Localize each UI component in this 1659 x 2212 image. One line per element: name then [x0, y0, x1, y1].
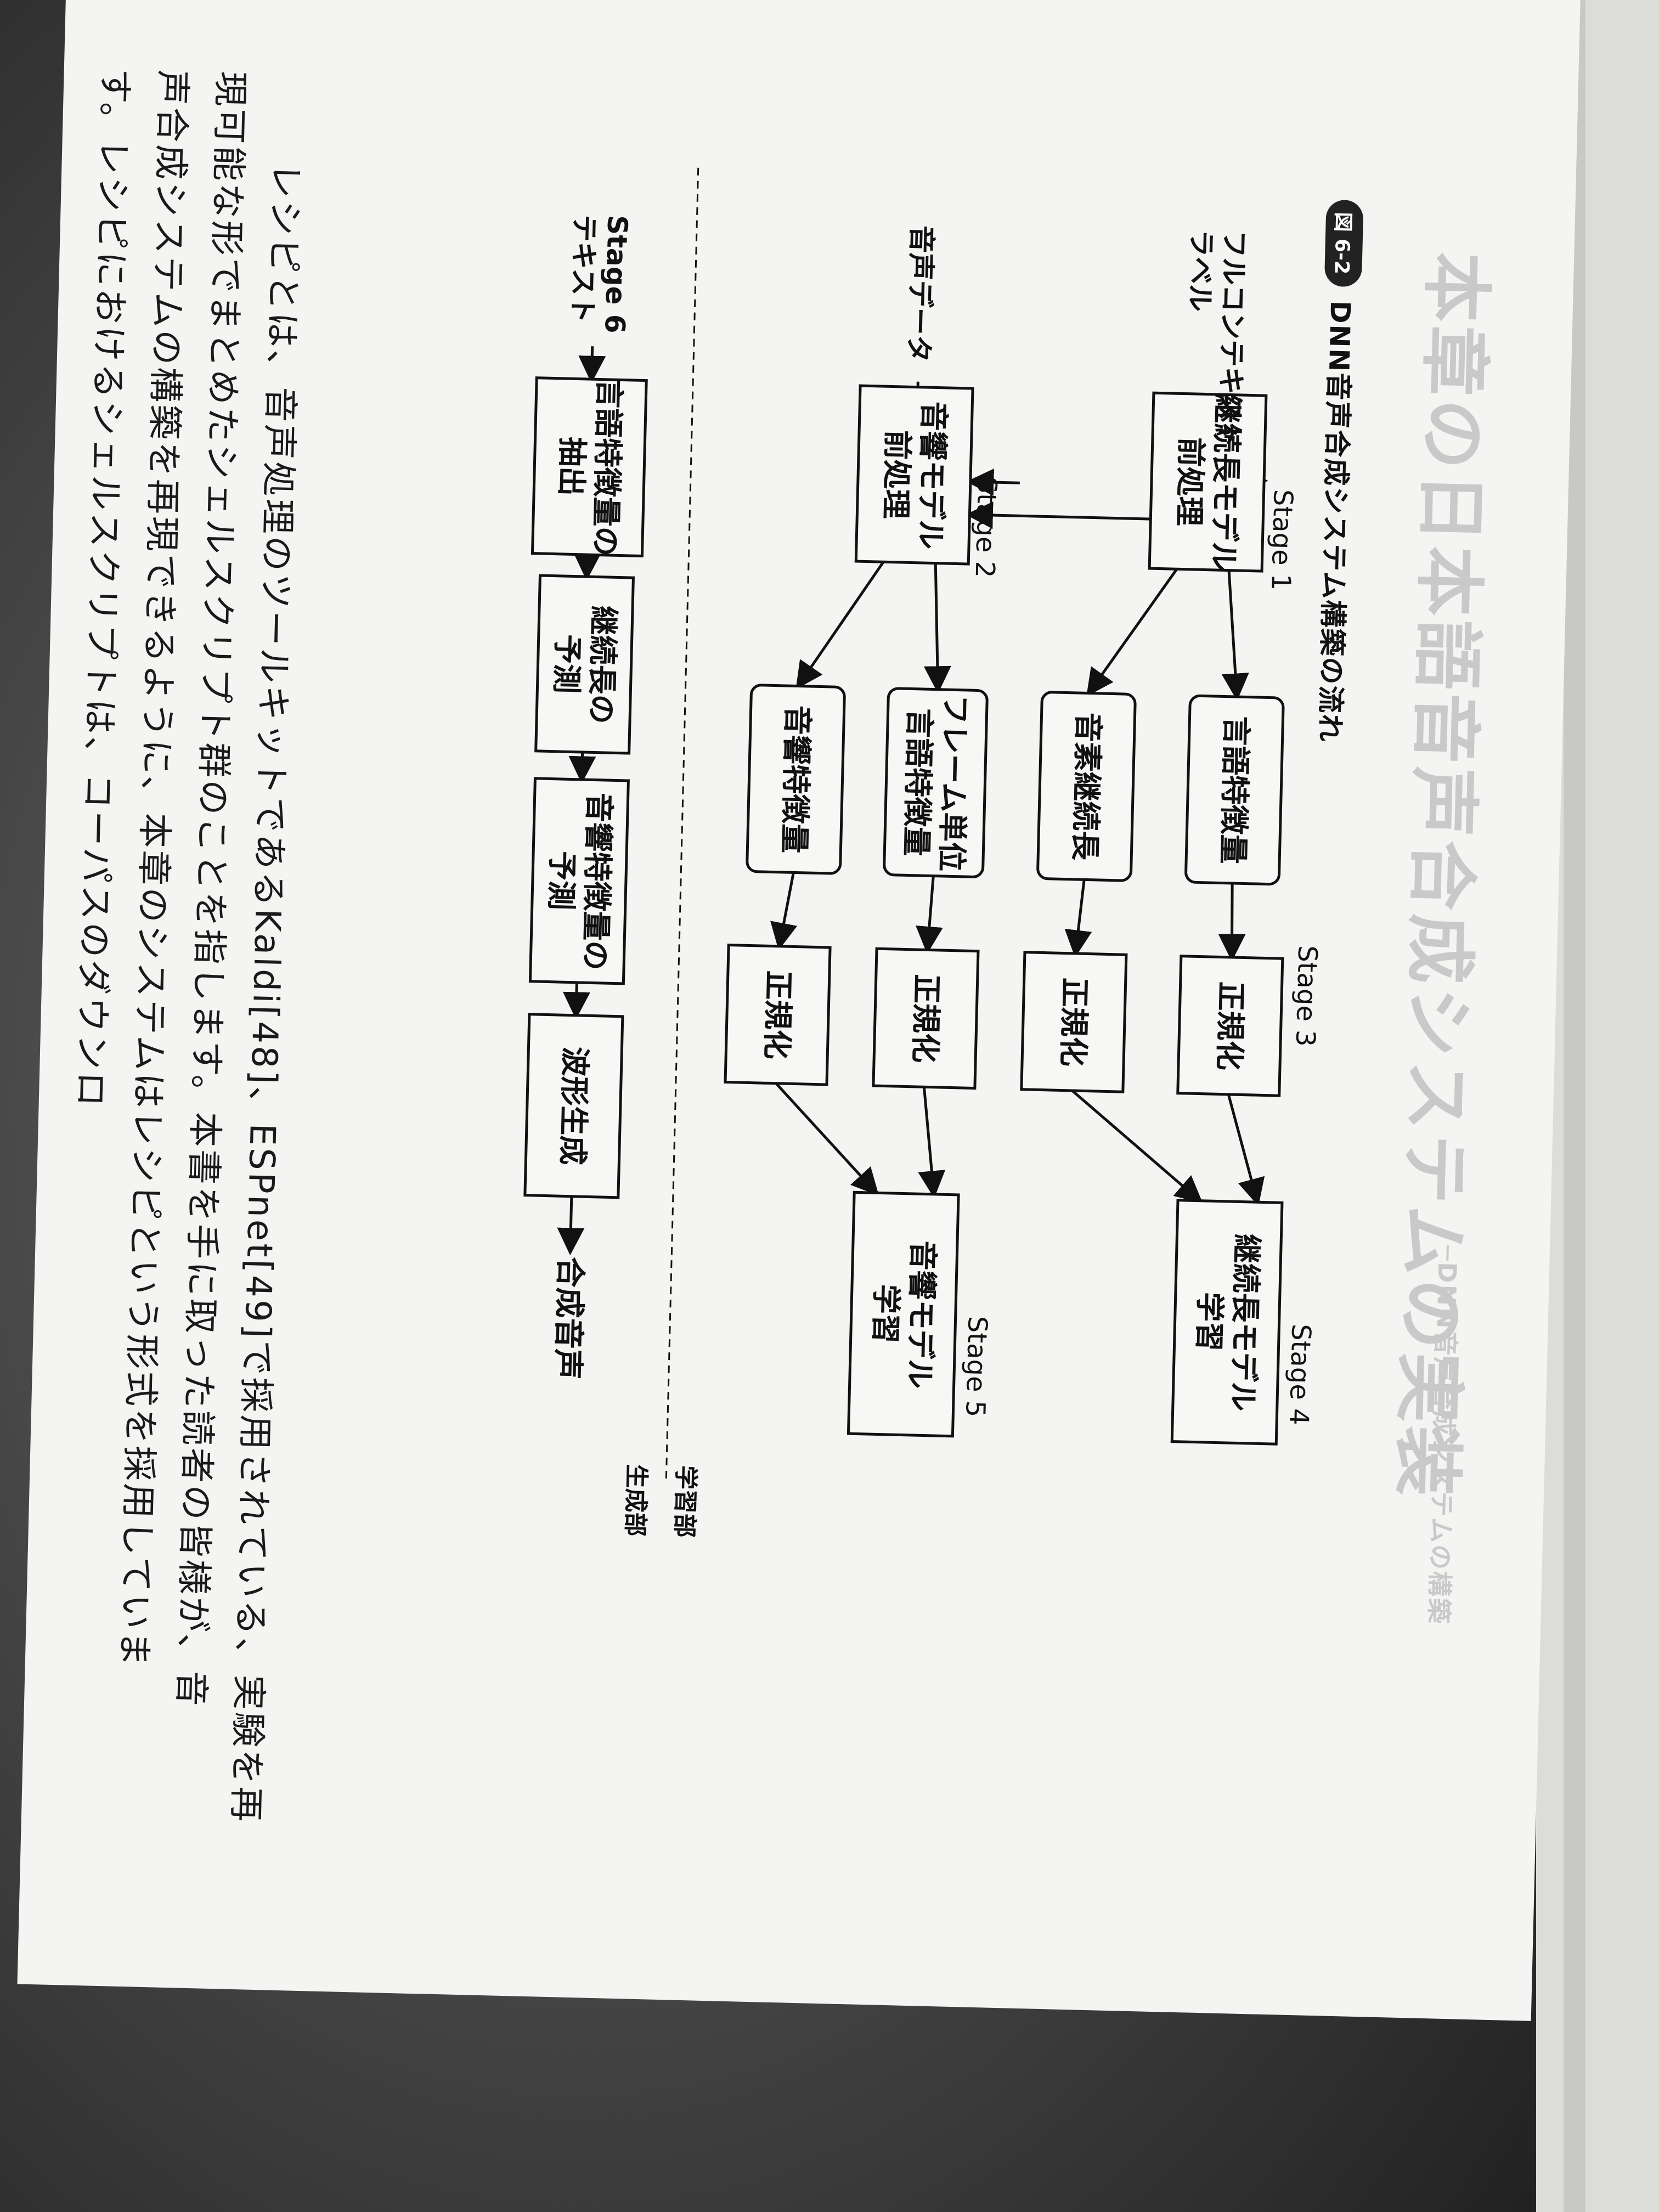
stage-2-label: Stage 2 — [969, 476, 1002, 578]
edge-feature-to-normalize-1 — [1218, 883, 1246, 962]
box-normalize-2-frame — [1020, 951, 1128, 1093]
box-duration-predict-label-line-2: 予測 — [549, 634, 585, 694]
edge-acpre-to-frame — [923, 563, 951, 694]
box-normalize-3-frame — [872, 947, 980, 1090]
box-normalize-1-frame — [1176, 955, 1284, 1097]
input-text-label-line-1: Stage 6 — [599, 215, 633, 334]
section-divider — [665, 167, 699, 1485]
box-acoustic-features: 音響特徴量 — [746, 684, 846, 875]
box-linguistic-features-frame — [1184, 694, 1285, 886]
box-waveform-generate-frame — [523, 1013, 624, 1199]
box-duration-train-label-line-1: 継続長モデル — [1226, 1233, 1265, 1412]
output-synth-speech-label: 合成音声 — [549, 1256, 588, 1380]
box-acoustic-predict-frame — [528, 777, 630, 985]
box-frame-linguistic-features-label-line-1: フレーム単位 — [934, 695, 973, 872]
box-duration-train-label-line-2: 学習 — [1191, 1291, 1227, 1352]
edge-feature-to-normalize-2 — [1064, 879, 1092, 958]
edge-audio-arrow — [966, 469, 1020, 496]
pipeline-diagram: 継続長モデル前処理音響モデル前処理言語特徴量音素継続長フレーム単位言語特徴量音響… — [523, 167, 1323, 1538]
section-gen-label: 生成部 — [620, 1464, 650, 1537]
box-acoustic-train-frame — [847, 1190, 960, 1438]
box-frame-linguistic-features-frame — [883, 687, 989, 878]
box-acoustic-predict-label-line-1: 音響特徴量の — [578, 792, 617, 970]
box-normalize-1-label: 正規化 — [1212, 981, 1249, 1070]
box-acoustic-predict-label-line-2: 予測 — [544, 850, 580, 911]
input-fullcontext-label-line-1: フルコンテキスト — [1214, 230, 1251, 449]
book-page: 本章の日本語音声合成システムの実装 ─DNN音声合成システムの構築 図 6-2 … — [17, 0, 1582, 2021]
box-duration-predict-label-line-1: 継続長の — [584, 605, 621, 724]
box-phone-duration-label: 音素継続長 — [1068, 712, 1106, 861]
box-linguistic-extract-label-line-2: 抽出 — [554, 437, 590, 497]
box-waveform-generate-label: 波形生成 — [555, 1046, 592, 1165]
section-train-label: 学習部 — [670, 1465, 699, 1538]
edge-norm1-to-durtrain — [1227, 1094, 1265, 1206]
edge-norm4-to-actrain — [775, 1082, 879, 1196]
box-duration-preprocess-frame — [1148, 391, 1268, 573]
edge-acpred-to-wave — [562, 982, 590, 1020]
box-phone-duration-frame — [1036, 691, 1137, 882]
box-waveform-generate: 波形生成 — [523, 1013, 624, 1199]
edge-feature-to-normalize-3 — [915, 876, 943, 954]
box-normalize-4: 正規化 — [724, 943, 832, 1086]
stage-5-label: Stage 5 — [960, 1316, 992, 1418]
edge-durpre-to-ling — [1221, 570, 1249, 701]
box-normalize-1: 正規化 — [1176, 955, 1284, 1097]
edge-extract-to-durpred — [573, 552, 601, 581]
box-linguistic-features-label: 言語特徴量 — [1216, 715, 1254, 864]
edge-text-to-extract — [578, 346, 606, 383]
box-normalize-4-label: 正規化 — [759, 970, 796, 1059]
diagram-nodes: 継続長モデル前処理音響モデル前処理言語特徴量音素継続長フレーム単位言語特徴量音響… — [523, 376, 1285, 1446]
box-phone-duration: 音素継続長 — [1036, 691, 1137, 882]
edge-norm2-to-durtrain — [1071, 1090, 1203, 1204]
edge-acpre-to-acfeat — [795, 561, 885, 690]
box-linguistic-features: 言語特徴量 — [1184, 694, 1285, 886]
box-acoustic-train-label-line-2: 学習 — [868, 1284, 904, 1344]
box-normalize-3: 正規化 — [872, 947, 980, 1090]
stage-3-label: Stage 3 — [1290, 945, 1323, 1047]
box-acoustic-features-frame — [746, 684, 846, 875]
box-duration-preprocess-label-line-2: 前処理 — [1172, 437, 1209, 526]
box-linguistic-extract-label-line-1: 言語特徴量の — [588, 378, 627, 556]
box-acoustic-preprocess-frame — [854, 384, 974, 566]
edge-norm3-to-actrain — [918, 1087, 946, 1199]
edge-wave-to-output — [557, 1196, 585, 1256]
input-audio-label: 音声データ — [902, 225, 938, 363]
box-acoustic-train-label-line-1: 音響モデル — [902, 1240, 940, 1389]
box-linguistic-extract-frame — [531, 376, 648, 558]
edge-feature-to-normalize-4 — [770, 872, 798, 951]
box-normalize-2-label: 正規化 — [1056, 977, 1092, 1066]
box-duration-preprocess-label-line-1: 継続長モデル — [1206, 393, 1245, 572]
box-acoustic-preprocess-label-line-2: 前処理 — [878, 430, 915, 519]
box-acoustic-preprocess-label-line-1: 音響モデル — [913, 401, 951, 550]
box-duration-predict-frame — [534, 574, 635, 755]
edge-durpre-to-phone — [1086, 568, 1178, 697]
box-normalize-2: 正規化 — [1020, 951, 1128, 1093]
stage-1-label: Stage 1 — [1265, 489, 1298, 591]
box-duration-train-frame — [1170, 1199, 1284, 1446]
box-frame-linguistic-features-label-line-2: 言語特徴量 — [899, 708, 937, 856]
input-text-label-line-2: テキスト — [566, 214, 601, 324]
stage-4-label: Stage 4 — [1283, 1324, 1316, 1426]
box-normalize-3-label: 正規化 — [907, 974, 944, 1063]
input-fullcontext-label-line-2: ラベル — [1184, 229, 1218, 312]
box-normalize-4-frame — [724, 943, 832, 1086]
box-acoustic-features-label: 音響特徴量 — [777, 705, 815, 854]
